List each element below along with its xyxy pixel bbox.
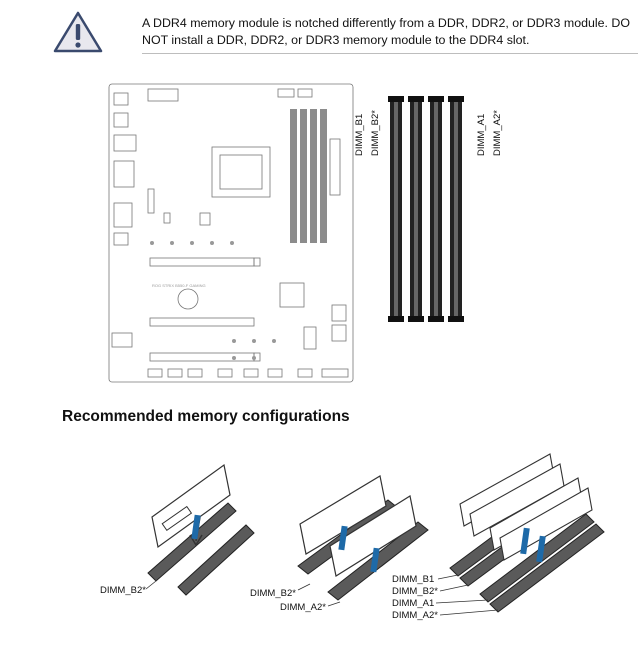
chipset — [279, 282, 305, 308]
header — [147, 368, 163, 378]
board-silkscreen: ROG STRIX B550-F GAMING — [152, 283, 206, 288]
header — [243, 368, 259, 378]
fan-header — [277, 88, 295, 98]
header — [297, 368, 313, 378]
header — [187, 368, 203, 378]
config3-label-b1: DIMM_B1 — [392, 574, 434, 585]
memory-module — [299, 475, 387, 555]
atx-power-connector — [329, 138, 341, 196]
sata-port — [331, 324, 347, 342]
memory-module — [151, 463, 231, 549]
label-dimm-b2: DIMM_B2* — [370, 110, 381, 156]
config3-label-a2: DIMM_A2* — [392, 610, 438, 621]
warning-triangle-icon — [53, 11, 103, 53]
board-dimm-slot — [300, 109, 307, 243]
config2-label-a2: DIMM_A2* — [280, 602, 326, 613]
board-dimm-slot — [290, 109, 297, 243]
rear-io-port — [113, 134, 137, 152]
header — [217, 368, 233, 378]
board-dimm-slots — [290, 109, 327, 243]
insert-arrow-icon — [520, 527, 530, 555]
header — [167, 368, 183, 378]
rear-io-port — [113, 92, 129, 106]
rear-io-port — [113, 160, 135, 188]
label-dimm-b1: DIMM_B1 — [354, 114, 365, 156]
dimm-slot-b1 — [388, 96, 404, 322]
pcie-slot — [149, 257, 255, 267]
warning-line-1: A DDR4 memory module is notched differen… — [142, 16, 630, 30]
dimm-slot-illustration — [388, 96, 464, 322]
pcie-slot — [149, 352, 255, 362]
memory-module — [329, 495, 417, 577]
insert-arrow-icon — [338, 525, 348, 551]
config-four-dimm: DIMM_B1 DIMM_B2* DIMM_A1 DIMM_A2* — [392, 453, 605, 621]
audio-header — [111, 332, 133, 348]
config3-label-a1: DIMM_A1 — [392, 598, 434, 609]
config-one-dimm: DIMM_B2* — [100, 463, 255, 596]
dimm-slot-group — [388, 96, 464, 322]
insert-arrow-icon — [370, 547, 380, 573]
label-dimm-a1: DIMM_A1 — [476, 114, 487, 156]
rear-io-port — [113, 202, 133, 228]
config2-label-b2: DIMM_B2* — [250, 588, 296, 599]
cpu-power-connector — [147, 88, 179, 102]
cpu-socket — [211, 146, 271, 198]
slot-labels: DIMM_B1 DIMM_B2* DIMM_A1 DIMM_A2* — [354, 110, 503, 156]
pcie-slot-latch — [253, 257, 261, 267]
label-dimm-a2: DIMM_A2* — [492, 110, 503, 156]
header — [267, 368, 283, 378]
config-two-dimm: DIMM_B2* DIMM_A2* — [250, 475, 429, 613]
board-dimm-slot — [320, 109, 327, 243]
pcie-slot — [149, 317, 255, 327]
cpu-socket-inner — [219, 154, 263, 190]
header — [321, 368, 349, 378]
config3-label-b2: DIMM_B2* — [392, 586, 438, 597]
section-title: Recommended memory configurations — [62, 408, 350, 425]
motherboard-layout: ROG STRIX B550-F GAMING — [108, 83, 354, 383]
board-outline — [108, 83, 354, 383]
heatsink-mark — [147, 188, 155, 214]
board-dimm-slot — [310, 109, 317, 243]
insert-arrow-icon — [191, 514, 201, 540]
dimm-slot-b2 — [408, 96, 424, 322]
slot-pair — [147, 502, 255, 596]
warning-text: A DDR4 memory module is notched differen… — [142, 15, 638, 49]
dimm-slot-a2 — [448, 96, 464, 322]
sata-port — [303, 326, 317, 350]
dimm-slot-a1 — [428, 96, 444, 322]
component — [199, 212, 211, 226]
warning-note: A DDR4 memory module is notched differen… — [0, 0, 638, 58]
component — [163, 212, 171, 224]
cmos-battery — [177, 288, 199, 310]
sata-port — [331, 304, 347, 322]
warning-line-2: NOT install a DDR, DDR2, or DDR3 memory … — [142, 33, 530, 47]
config1-label-b2: DIMM_B2* — [100, 585, 146, 596]
rear-io-port — [113, 232, 129, 246]
insert-arrow-icon — [536, 535, 546, 563]
divider — [142, 53, 638, 54]
rear-io-port — [113, 112, 129, 128]
fan-header — [297, 88, 313, 98]
